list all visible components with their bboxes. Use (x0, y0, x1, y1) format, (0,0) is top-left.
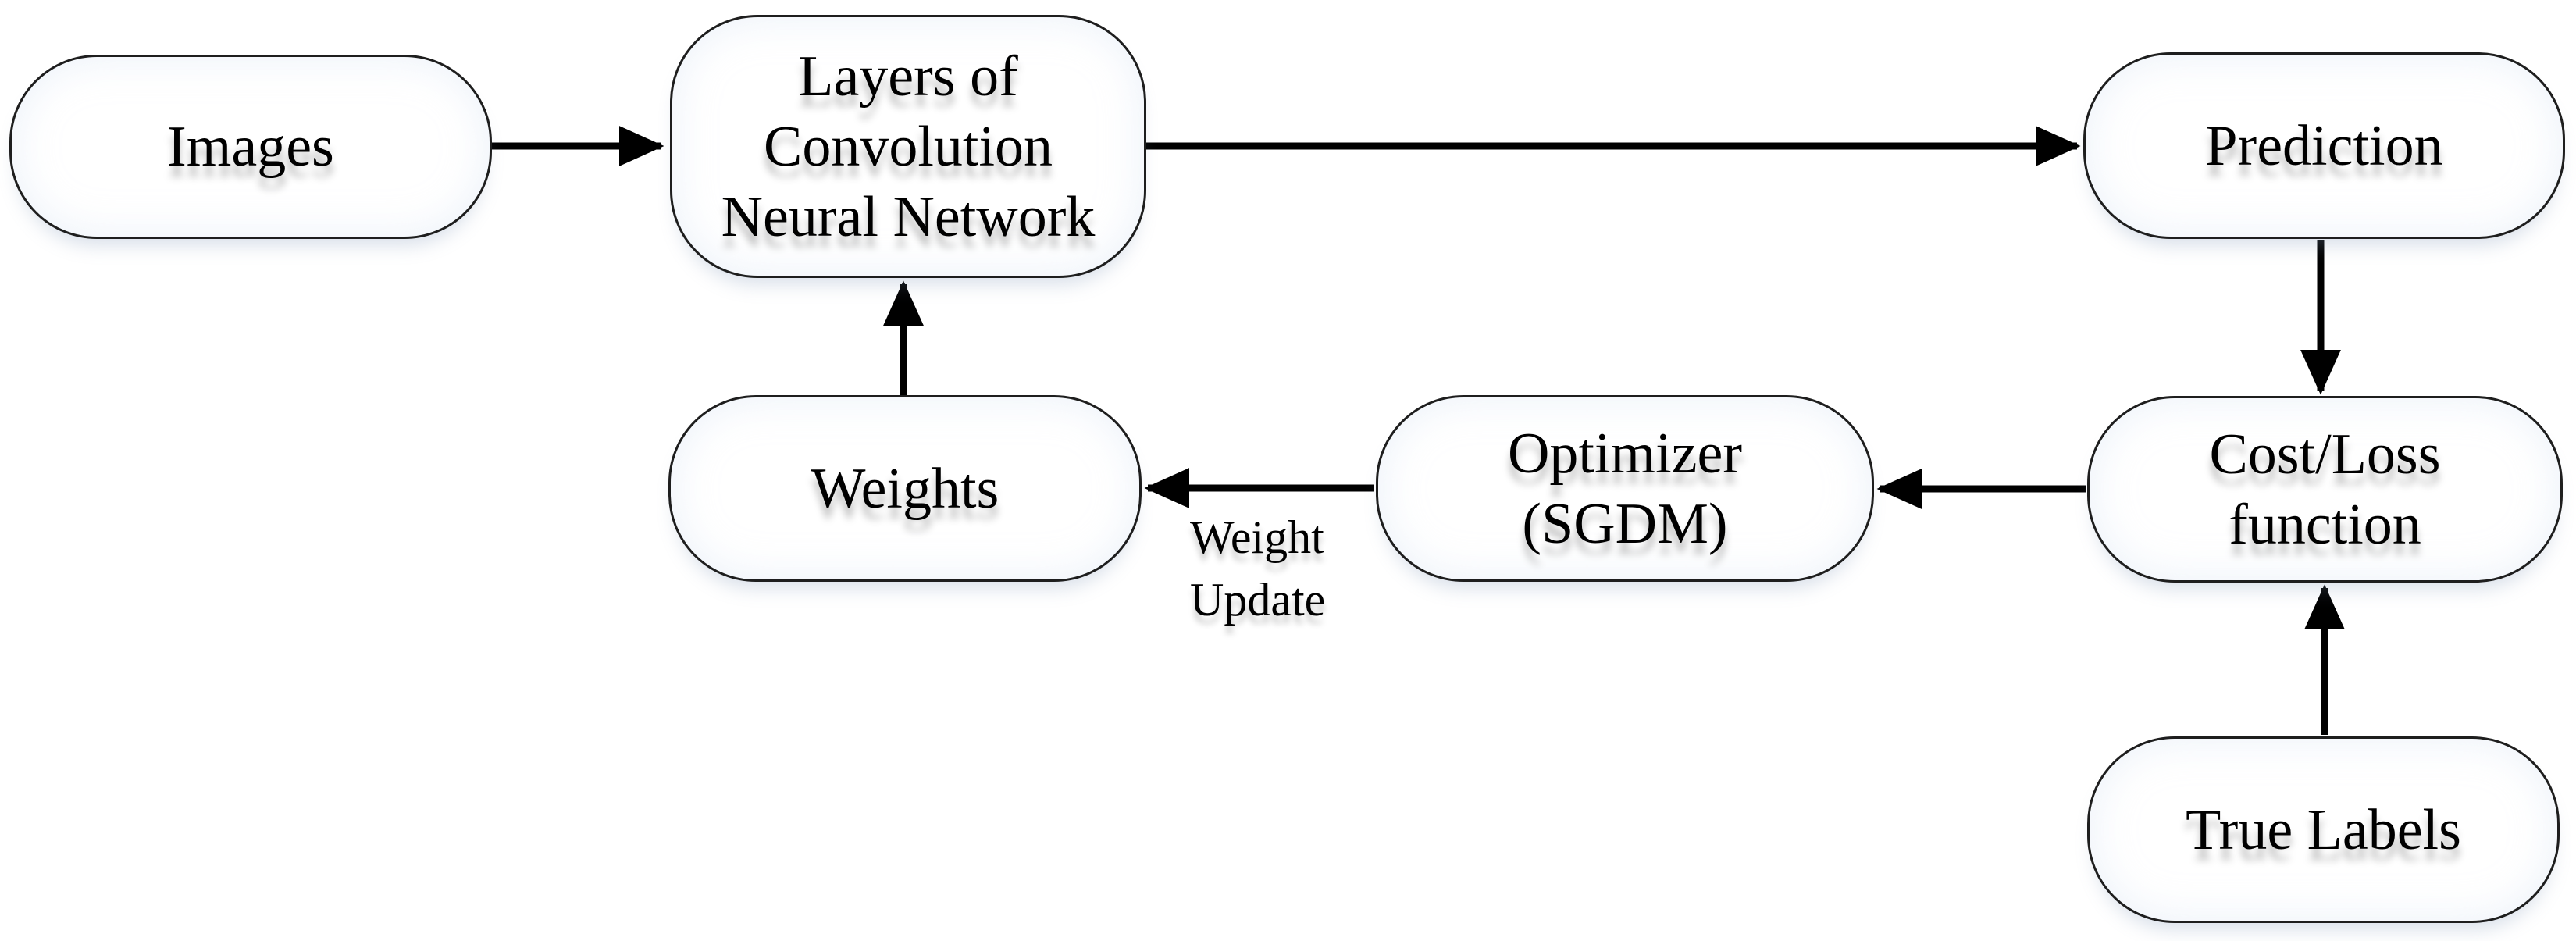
node-images: Images (9, 55, 492, 239)
node-images-label: Images (167, 115, 334, 179)
node-cost-loss-function: Cost/Loss function (2087, 396, 2563, 583)
edge-label-weight-update: Weight Update (1190, 511, 1326, 626)
node-optimizer-sgdm-label: Optimizer (SGDM) (1507, 421, 1742, 556)
node-weights: Weights (668, 395, 1142, 582)
node-cost-loss-function-label: Cost/Loss function (2209, 422, 2441, 557)
node-optimizer-sgdm: Optimizer (SGDM) (1376, 395, 1874, 582)
node-cnn-layers: Layers of Convolution Neural Network (670, 15, 1146, 278)
node-cnn-layers-label: Layers of Convolution Neural Network (721, 44, 1096, 249)
node-prediction: Prediction (2083, 52, 2565, 239)
node-true-labels: True Labels (2087, 736, 2560, 923)
node-weights-label: Weights (811, 456, 999, 521)
node-prediction-label: Prediction (2205, 113, 2443, 178)
node-true-labels-label: True Labels (2186, 797, 2461, 862)
